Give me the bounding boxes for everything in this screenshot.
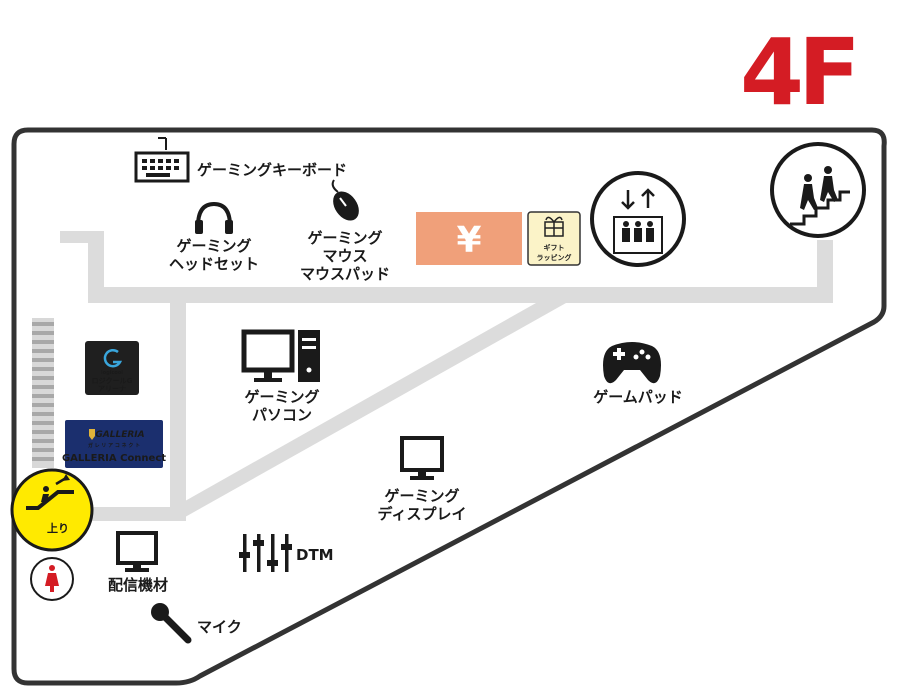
- mouse-label-1: ゲーミング: [307, 229, 382, 247]
- restroom-icon: [30, 557, 74, 601]
- galleria-name: GALLERIA Connect: [62, 453, 166, 464]
- gaming-display-label-1: ゲーミング: [384, 487, 459, 505]
- gaming-display-icon: [400, 436, 444, 480]
- galleria-connect[interactable]: GALLERIA ガ レ リ ア コ ネ ク ト GALLERIA Connec…: [62, 420, 166, 468]
- gaming-pc-label-1: ゲーミング: [244, 388, 319, 406]
- floor-label: 4F: [740, 19, 855, 126]
- headset-icon: [195, 201, 233, 234]
- streaming-equipment-icon: [116, 531, 158, 572]
- keyboard-icon: [134, 137, 190, 183]
- microphone-icon: [151, 603, 192, 644]
- gift-wrapping: ギフト ラッピング: [527, 211, 581, 266]
- headset-label-1: ゲーミング: [176, 237, 251, 255]
- gaming-display-label-2: ディスプレイ: [378, 505, 467, 523]
- yen-icon: ¥: [456, 220, 481, 261]
- gift-label-2: ラッピング: [537, 253, 572, 262]
- logicool-brand: logicool: [101, 370, 123, 376]
- galleria-sub: ガ レ リ ア コ ネ ク ト: [88, 442, 140, 449]
- gift-icon: [544, 216, 564, 237]
- logicool-label-2: アリーナ: [98, 385, 126, 393]
- mouse-label-2: マウス: [322, 247, 367, 265]
- stair-strip: [32, 318, 54, 468]
- cashier: ¥: [416, 212, 522, 265]
- mic-label: マイク: [197, 618, 242, 636]
- floor-outline: [11, 127, 887, 686]
- galleria-brand: GALLERIA: [95, 430, 144, 440]
- keyboard-label: ゲーミングキーボード: [197, 161, 347, 179]
- streaming-label: 配信機材: [108, 576, 168, 594]
- gaming-pc-icon: [241, 329, 320, 382]
- headset-label-2: ヘッドセット: [169, 255, 259, 273]
- mouse-icon: [331, 179, 359, 221]
- mouse-label-3: マウスパッド: [300, 265, 390, 283]
- logicool-g-arena[interactable]: logicool ロジクールG アリーナ: [85, 341, 139, 395]
- escalator-label: 上り: [47, 521, 69, 535]
- gamepad-label: ゲームパッド: [593, 388, 683, 406]
- logicool-g-icon: [103, 349, 123, 368]
- gaming-pc-label-2: パソコン: [252, 406, 312, 424]
- dtm-mixer-icon: [239, 534, 292, 572]
- galleria-emblem-icon: [89, 429, 95, 440]
- gift-label-1: ギフト: [544, 243, 565, 252]
- logicool-label-1: ロジクールG: [92, 376, 133, 385]
- dtm-label: DTM: [296, 546, 334, 564]
- elevator-icon: [590, 171, 686, 267]
- stairs-icon: [770, 142, 866, 238]
- gamepad-icon: [603, 342, 661, 384]
- escalator-up-icon: 上り: [10, 468, 94, 552]
